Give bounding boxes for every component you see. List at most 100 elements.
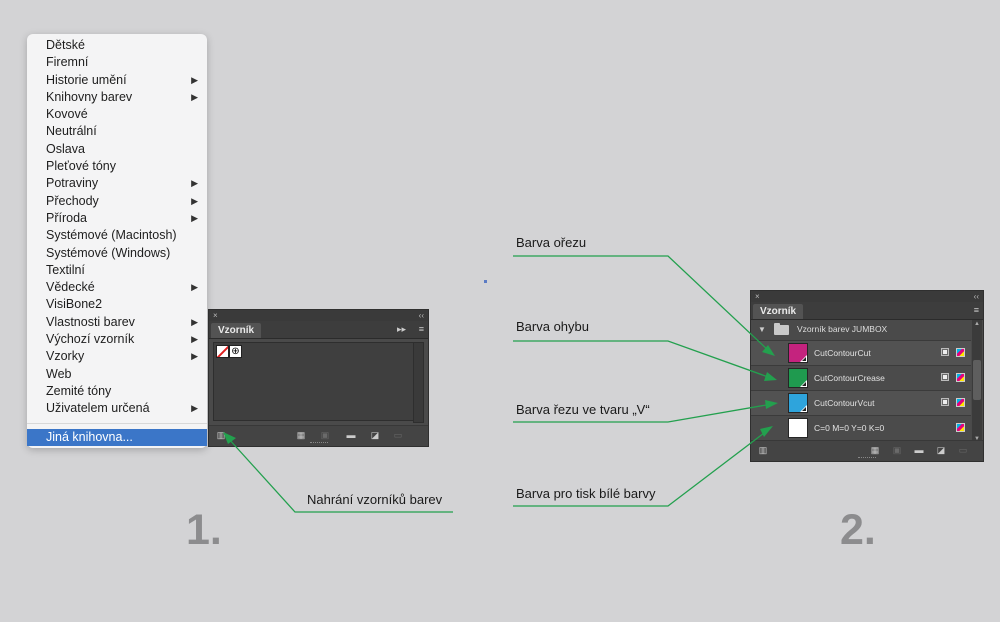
menu-item-label: Výchozí vzorník [46,332,135,347]
menu-item-label: Oslava [46,141,85,156]
show-kinds-icon[interactable]: ▦ [296,430,306,440]
menu-item[interactable]: Oslava [27,141,207,158]
menu-item[interactable]: Systémové (Macintosh) [27,227,207,244]
menu-item[interactable]: Příroda▶ [27,210,207,227]
arrowhead-cut [762,345,775,356]
menu-item-label: Kovové [46,107,88,122]
menu-item-label: Potraviny [46,176,99,191]
menu-item[interactable]: Vzorky▶ [27,348,207,365]
scroll-up-icon[interactable]: ▲ [974,321,980,327]
menu-item[interactable]: Knihovny barev ▶ [27,89,207,106]
callout-vcut-color: Barva řezu ve tvaru „V“ [516,402,650,417]
scrollbar[interactable] [413,342,424,423]
collapse-icon[interactable]: ‹‹ [418,311,424,320]
step-two-number: 2. [840,506,876,554]
swatch-row[interactable]: CutContourVcut [751,391,971,416]
scroll-down-icon[interactable]: ▼ [974,436,980,442]
menu-item[interactable]: Zemité tóny [27,383,207,400]
spot-color-icon [941,373,949,381]
submenu-arrow-icon: ▶ [191,91,198,102]
callout-white-color: Barva pro tisk bílé barvy [516,486,656,501]
swatch-row[interactable]: CutContourCut [751,341,971,366]
panel-titlebar: × ‹‹ [209,310,428,321]
callout-crease-color: Barva ohybu [516,319,589,334]
tab-swatches[interactable]: Vzorník [211,323,262,338]
folder-icon [774,323,789,335]
menu-item[interactable]: Potraviny ▶ [27,175,207,192]
new-color-group-icon[interactable]: ▬ [346,430,356,440]
close-icon[interactable]: × [213,311,218,320]
menu-item-label: Systémové (Windows) [46,245,171,260]
menu-separator [27,422,207,424]
menu-item[interactable]: VisiBone2 [27,296,207,313]
cmyk-mode-icon [956,398,965,407]
menu-item-label: Historie umění [46,72,127,87]
stray-dot [484,280,487,283]
scrollbar[interactable]: ▲ ▼ [972,320,982,443]
swatch-none[interactable] [216,345,229,358]
resize-grip[interactable] [309,442,328,445]
resize-grip[interactable] [858,457,876,460]
menu-item[interactable]: Dětské [27,37,207,54]
swatch-name: C=0 M=0 Y=0 K=0 [814,423,885,433]
menu-item[interactable]: Firemní [27,54,207,71]
panel-menu-icon[interactable]: ≡ [973,305,979,315]
show-kinds-icon[interactable]: ▦ [870,445,880,455]
submenu-arrow-icon: ▶ [191,195,198,206]
menu-item[interactable]: Neutrální [27,123,207,140]
menu-item[interactable]: Textilní [27,262,207,279]
menu-item-label: Uživatelem určená [46,401,150,416]
swatch-color-chip[interactable] [788,393,808,413]
spot-corner-icon [800,405,807,412]
spot-color-icon [941,348,949,356]
line-cut [513,255,771,353]
panel-tab-row: Vzorník ▸▸ ≡ [209,321,428,339]
spot-corner-icon [800,380,807,387]
arrowhead-vcut [765,400,778,409]
swatch-color-chip[interactable] [788,368,808,388]
fast-forward-icon[interactable]: ▸▸ [396,324,406,334]
collapse-icon[interactable]: ‹‹ [973,292,979,301]
menu-item[interactable]: Pleťové tóny [27,158,207,175]
menu-item-label: Neutrální [46,124,97,139]
swatch-color-chip[interactable] [788,418,808,438]
close-icon[interactable]: × [755,292,760,301]
menu-item-other-library[interactable]: Jiná knihovna... [27,428,207,446]
menu-item-label: Firemní [46,55,89,70]
submenu-arrow-icon: ▶ [191,178,198,189]
menu-item[interactable]: Kovové [27,106,207,123]
color-group-label: Vzorník barev JUMBOX [797,324,888,334]
swatches-panel-small: × ‹‹ Vzorník ▸▸ ≡ ⊕ ▥ ▦ ▣ ▬ ◪ ▭ [208,309,429,447]
trash-icon[interactable]: ▭ [958,445,968,455]
menu-item-label: Vlastnosti barev [46,314,135,329]
scroll-thumb[interactable] [973,360,981,400]
panel-menu-icon[interactable]: ≡ [418,324,424,334]
menu-item[interactable]: Systémové (Windows) [27,245,207,262]
submenu-arrow-icon: ▶ [191,316,198,327]
color-group-row[interactable]: ▼ Vzorník barev JUMBOX [751,320,971,341]
swatch-options-icon[interactable]: ▣ [320,430,330,440]
menu-item-label: Knihovny barev [46,89,133,104]
menu-item[interactable]: Uživatelem určená▶ [27,400,207,417]
new-swatch-icon[interactable]: ◪ [370,430,380,440]
menu-item[interactable]: Vlastnosti barev ▶ [27,314,207,331]
menu-item[interactable]: Vědecké▶ [27,279,207,296]
disclosure-triangle-icon[interactable]: ▼ [758,325,766,334]
new-color-group-icon[interactable]: ▬ [914,445,924,455]
menu-item[interactable]: Web [27,366,207,383]
swatch-row[interactable]: CutContourCrease [751,366,971,391]
trash-icon[interactable]: ▭ [393,430,403,440]
swatch-registration[interactable]: ⊕ [229,345,242,358]
swatch-options-icon[interactable]: ▣ [892,445,902,455]
menu-item[interactable]: Přechody▶ [27,193,207,210]
swatch-library-menu-icon[interactable]: ▥ [216,430,226,440]
swatch-color-chip[interactable] [788,343,808,363]
cmyk-mode-icon [956,373,965,382]
swatch-name: CutContourCut [814,348,871,358]
swatch-library-menu-icon[interactable]: ▥ [758,445,768,455]
new-swatch-icon[interactable]: ◪ [936,445,946,455]
tab-swatches[interactable]: Vzorník [753,304,804,319]
menu-item[interactable]: Historie umění▶ [27,72,207,89]
menu-item[interactable]: Výchozí vzorník▶ [27,331,207,348]
